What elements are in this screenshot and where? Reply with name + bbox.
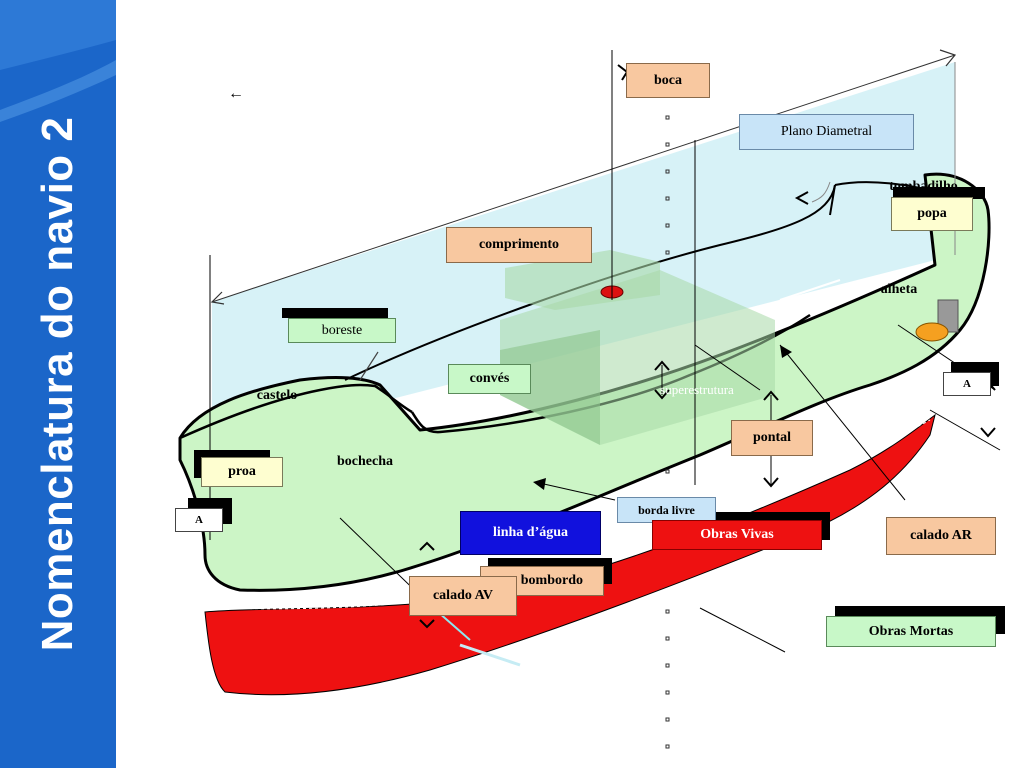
label-shadow (282, 308, 388, 318)
label-conves: convés (448, 364, 531, 394)
borda-livre-pointer (534, 481, 616, 501)
label-superestrutura: superestrutura (660, 382, 734, 397)
centerline-dots (665, 115, 670, 749)
label-boca: boca (626, 63, 710, 98)
label-comprimento: comprimento (446, 227, 592, 263)
label-boreste: boreste (288, 318, 396, 343)
castelo-deck (179, 383, 413, 440)
propeller (915, 322, 949, 342)
sidebar-wave-decoration (0, 0, 116, 122)
label-alheta: alheta (880, 282, 918, 297)
label-castelo: castelo (256, 388, 298, 403)
label-a-stern: A (943, 372, 991, 396)
label-linha-dagua: linha d’água (460, 511, 601, 555)
label-calado-av: calado AV (409, 576, 517, 616)
label-popa: popa (891, 197, 973, 231)
stray-arrow-icon: ← (228, 85, 244, 102)
label-bombordo: bombordo (480, 566, 604, 596)
ship-hull (178, 172, 991, 592)
label-proa: proa (201, 457, 283, 487)
label-calado-ar: calado AR (886, 517, 996, 555)
sidebar-banner: Nomenclatura do navio 2 (0, 0, 116, 768)
label-plano-diametral: Plano Diametral (739, 114, 914, 150)
label-shadow (893, 187, 985, 199)
label-tombadilho: tombadilho (889, 179, 958, 194)
label-pontal: pontal (731, 420, 813, 456)
label-obras-mortas: Obras Mortas (826, 616, 996, 647)
comprimento-arrow (211, 54, 956, 303)
label-a-bow: A (175, 508, 223, 532)
calado-ar-pointer (779, 344, 906, 501)
label-bochecha: bochecha (337, 454, 393, 469)
label-obras-vivas: Obras Vivas (652, 520, 822, 550)
